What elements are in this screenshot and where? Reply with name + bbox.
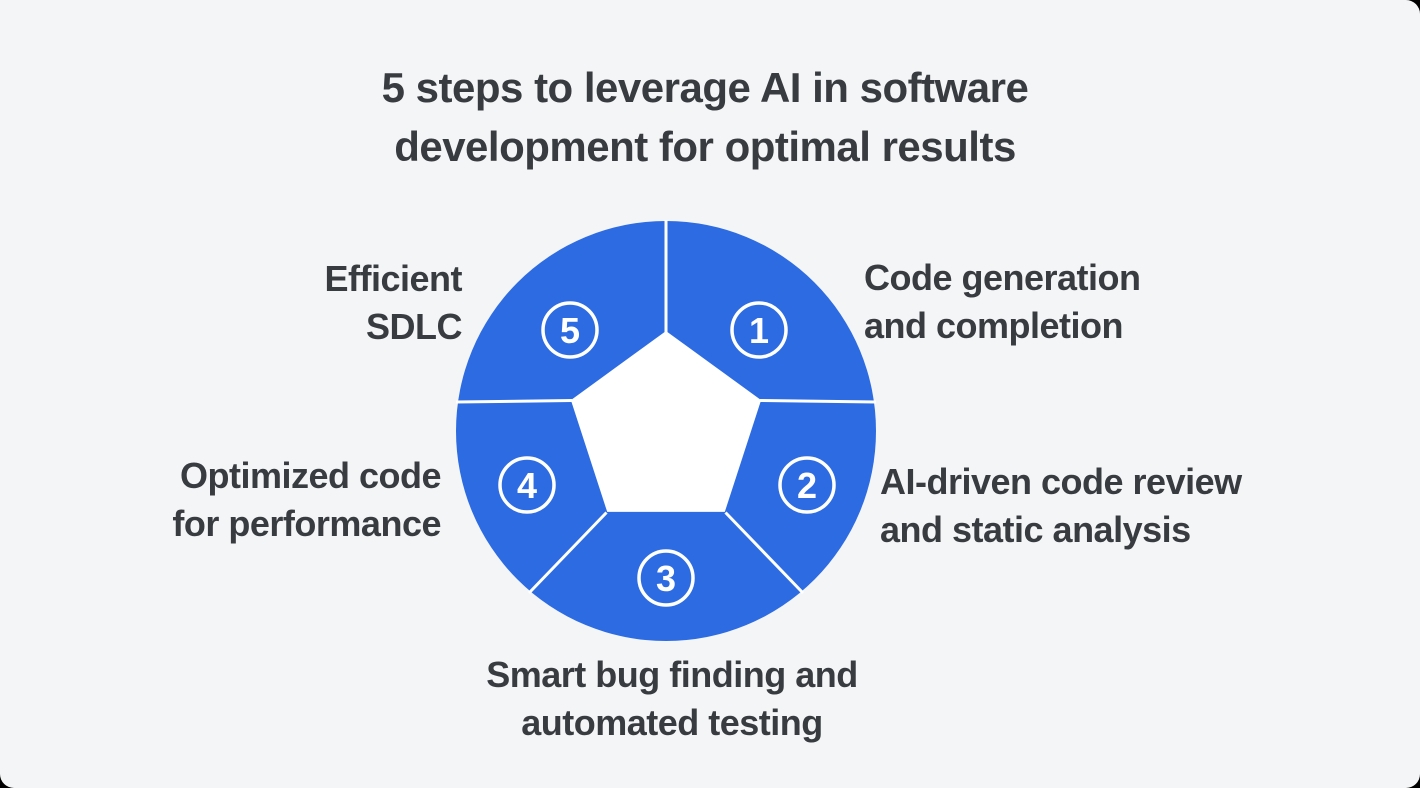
step-label-code-generation-line-1: Code generation bbox=[864, 257, 1141, 298]
step-badge-2-number: 2 bbox=[797, 465, 817, 506]
step-badge-2-ring bbox=[778, 456, 836, 514]
step-label-code-generation: Code generation and completion bbox=[864, 254, 1141, 350]
step-label-bug-finding-line-1: Smart bug finding and bbox=[486, 654, 858, 695]
segment-divider-bottom-left bbox=[527, 511, 608, 595]
step-badge-3-ring bbox=[637, 549, 695, 607]
step-badge-5-ring bbox=[541, 301, 599, 359]
step-badge-3: 3 bbox=[637, 549, 695, 607]
step-badge-1: 1 bbox=[730, 301, 788, 359]
page-title-line-2: development for optimal results bbox=[394, 123, 1016, 170]
step-label-code-review-line-1: AI-driven code review bbox=[880, 461, 1242, 502]
step-badge-3-number: 3 bbox=[656, 558, 676, 599]
step-label-bug-finding: Smart bug finding and automated testing bbox=[416, 651, 928, 747]
step-label-optimized-code-line-1: Optimized code bbox=[179, 455, 442, 496]
step-badge-1-number: 1 bbox=[749, 310, 769, 351]
step-badge-4: 4 bbox=[498, 456, 556, 514]
step-label-efficient-sdlc-line-1: Efficient bbox=[324, 258, 462, 299]
step-badge-2: 2 bbox=[778, 456, 836, 514]
step-label-efficient-sdlc-line-2: SDLC bbox=[366, 306, 462, 347]
page-title-line-1: 5 steps to leverage AI in software bbox=[381, 64, 1029, 111]
segment-divider-left bbox=[455, 399, 573, 404]
step-label-optimized-code: Optimized code for performance bbox=[172, 452, 441, 548]
step-badge-1-ring bbox=[730, 301, 788, 359]
step-label-bug-finding-line-2: automated testing bbox=[521, 702, 823, 743]
page-title: 5 steps to leverage AI in software devel… bbox=[0, 58, 1410, 176]
step-badge-4-number: 4 bbox=[517, 465, 537, 506]
step-badge-5: 5 bbox=[541, 301, 599, 359]
step-label-efficient-sdlc: Efficient SDLC bbox=[324, 255, 462, 351]
step-badge-5-number: 5 bbox=[560, 310, 580, 351]
step-label-code-review-line-2: and static analysis bbox=[880, 509, 1191, 550]
segment-divider-bottom-right bbox=[724, 511, 805, 595]
segment-divider-right bbox=[759, 399, 877, 404]
step-badge-4-ring bbox=[498, 456, 556, 514]
step-label-code-generation-line-2: and completion bbox=[864, 305, 1124, 346]
step-label-optimized-code-line-2: for performance bbox=[172, 503, 441, 544]
step-label-code-review: AI-driven code review and static analysi… bbox=[880, 458, 1242, 554]
center-pentagon bbox=[570, 331, 762, 512]
